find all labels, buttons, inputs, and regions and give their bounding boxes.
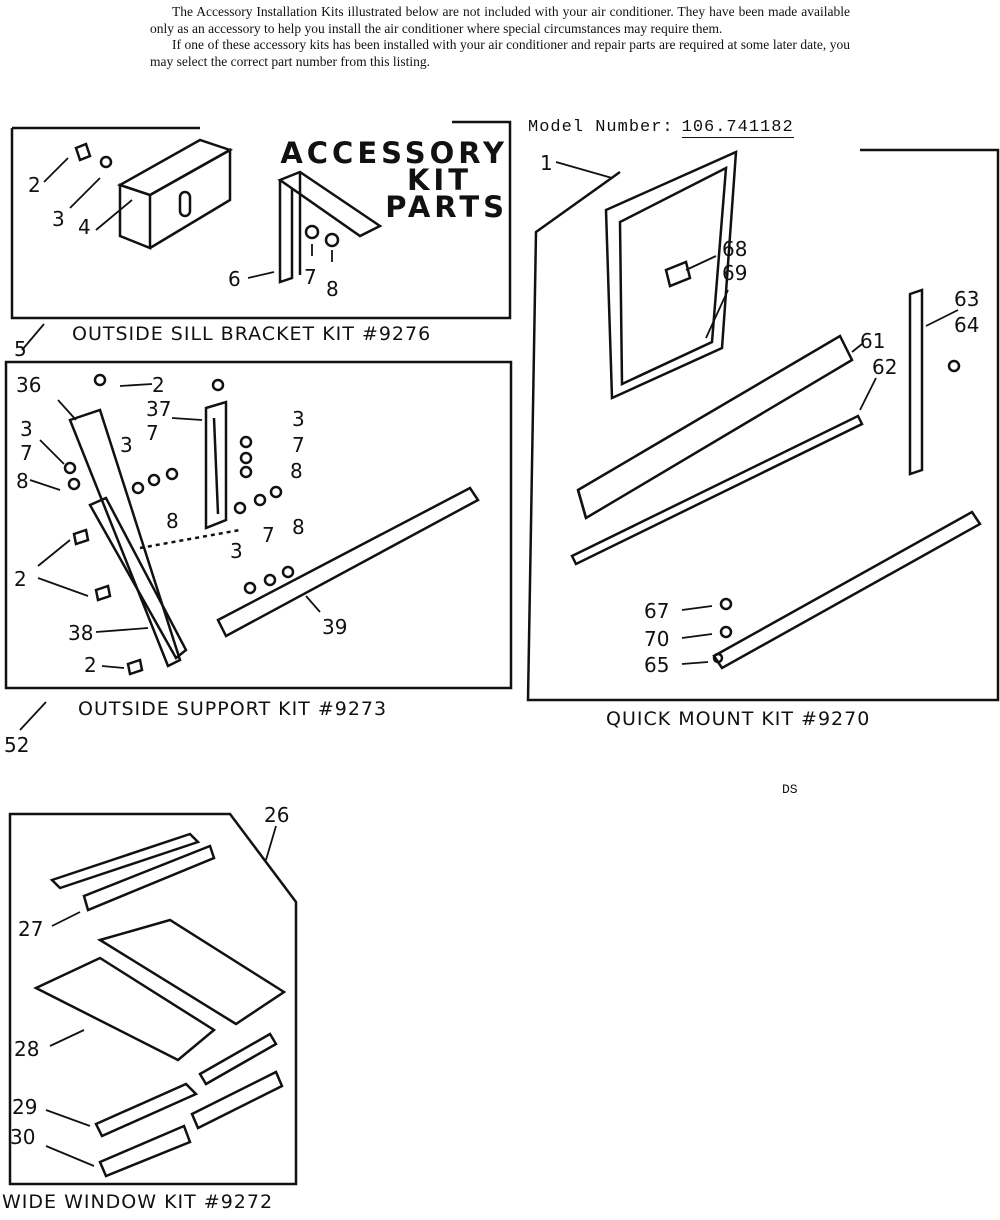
model-number: Model Number: 106.741182 — [528, 118, 794, 138]
accessory-title-line-1: ACCESSORY — [280, 136, 508, 170]
accessory-title-line-3: PARTS — [385, 190, 508, 224]
sill-bracket-parts — [74, 138, 383, 284]
callout-36: 36 — [16, 373, 41, 397]
accessory-title-line-2: KIT — [406, 163, 472, 197]
callout-69: 69 — [722, 261, 747, 285]
callout-70: 70 — [644, 627, 669, 651]
wide-window-kit-frame — [8, 812, 298, 1186]
callout-7: 7 — [146, 421, 159, 445]
diagram-code: DS — [782, 782, 798, 797]
kit-title-support: OUTSIDE SUPPORT KIT #9273 — [78, 698, 388, 720]
callout-65: 65 — [644, 653, 669, 677]
callout-5: 5 — [14, 337, 27, 361]
callout-26: 26 — [264, 803, 289, 827]
model-number-value: 106.741182 — [681, 118, 794, 138]
callout-68: 68 — [722, 237, 747, 261]
callout-2: 2 — [28, 173, 41, 197]
quick-mount-kit-frame — [526, 148, 1000, 702]
support-kit-frame — [4, 360, 513, 690]
callout-52: 52 — [4, 733, 29, 757]
callout-6: 6 — [228, 267, 241, 291]
kit-title-wide-window: WIDE WINDOW KIT #9272 — [2, 1191, 274, 1213]
callout-3: 3 — [20, 417, 33, 441]
callout-8: 8 — [292, 515, 305, 539]
callout-3: 3 — [292, 407, 305, 431]
support-kit-parts — [63, 373, 480, 676]
intro-paragraph-2: If one of these accessory kits has been … — [150, 37, 850, 69]
callout-39: 39 — [322, 615, 347, 639]
callout-38: 38 — [68, 621, 93, 645]
sill-bracket-kit-frame — [10, 120, 512, 320]
accessory-kit-parts-title: ACCESSORY KIT PARTS — [228, 136, 508, 224]
callout-7: 7 — [262, 523, 275, 547]
leader-lines — [19, 157, 959, 1167]
callout-2: 2 — [14, 567, 27, 591]
kit-title-sill-bracket: OUTSIDE SILL BRACKET KIT #9276 — [72, 323, 432, 345]
callout-62: 62 — [872, 355, 897, 379]
callout-3: 3 — [230, 539, 243, 563]
callout-8: 8 — [16, 469, 29, 493]
callout-37: 37 — [146, 397, 171, 421]
callout-8: 8 — [166, 509, 179, 533]
callout-7: 7 — [20, 441, 33, 465]
model-number-label: Model Number: — [528, 118, 674, 137]
callout-2: 2 — [152, 373, 165, 397]
callout-7: 7 — [292, 433, 305, 457]
callout-29: 29 — [12, 1095, 37, 1119]
callout-3: 3 — [52, 207, 65, 231]
callout-63: 63 — [954, 287, 979, 311]
callout-8: 8 — [290, 459, 303, 483]
callout-1: 1 — [540, 151, 553, 175]
callout-28: 28 — [14, 1037, 39, 1061]
callout-labels: 2 3 4 6 7 8 5 36 2 37 3 7 8 3 7 8 3 7 8 … — [4, 151, 979, 1149]
kit-title-quick-mount: QUICK MOUNT KIT #9270 — [606, 708, 871, 730]
callout-67: 67 — [644, 599, 669, 623]
callout-4: 4 — [78, 215, 91, 239]
callout-27: 27 — [18, 917, 43, 941]
callout-61: 61 — [860, 329, 885, 353]
callout-7: 7 — [304, 265, 317, 289]
intro-text: The Accessory Installation Kits illustra… — [150, 4, 850, 70]
intro-paragraph-1: The Accessory Installation Kits illustra… — [150, 4, 850, 36]
wide-window-parts — [33, 832, 287, 1178]
callout-8: 8 — [326, 277, 339, 301]
callout-30: 30 — [10, 1125, 35, 1149]
callout-64: 64 — [954, 313, 979, 337]
callout-3: 3 — [120, 433, 133, 457]
callout-2: 2 — [84, 653, 97, 677]
quick-mount-parts — [570, 150, 982, 670]
